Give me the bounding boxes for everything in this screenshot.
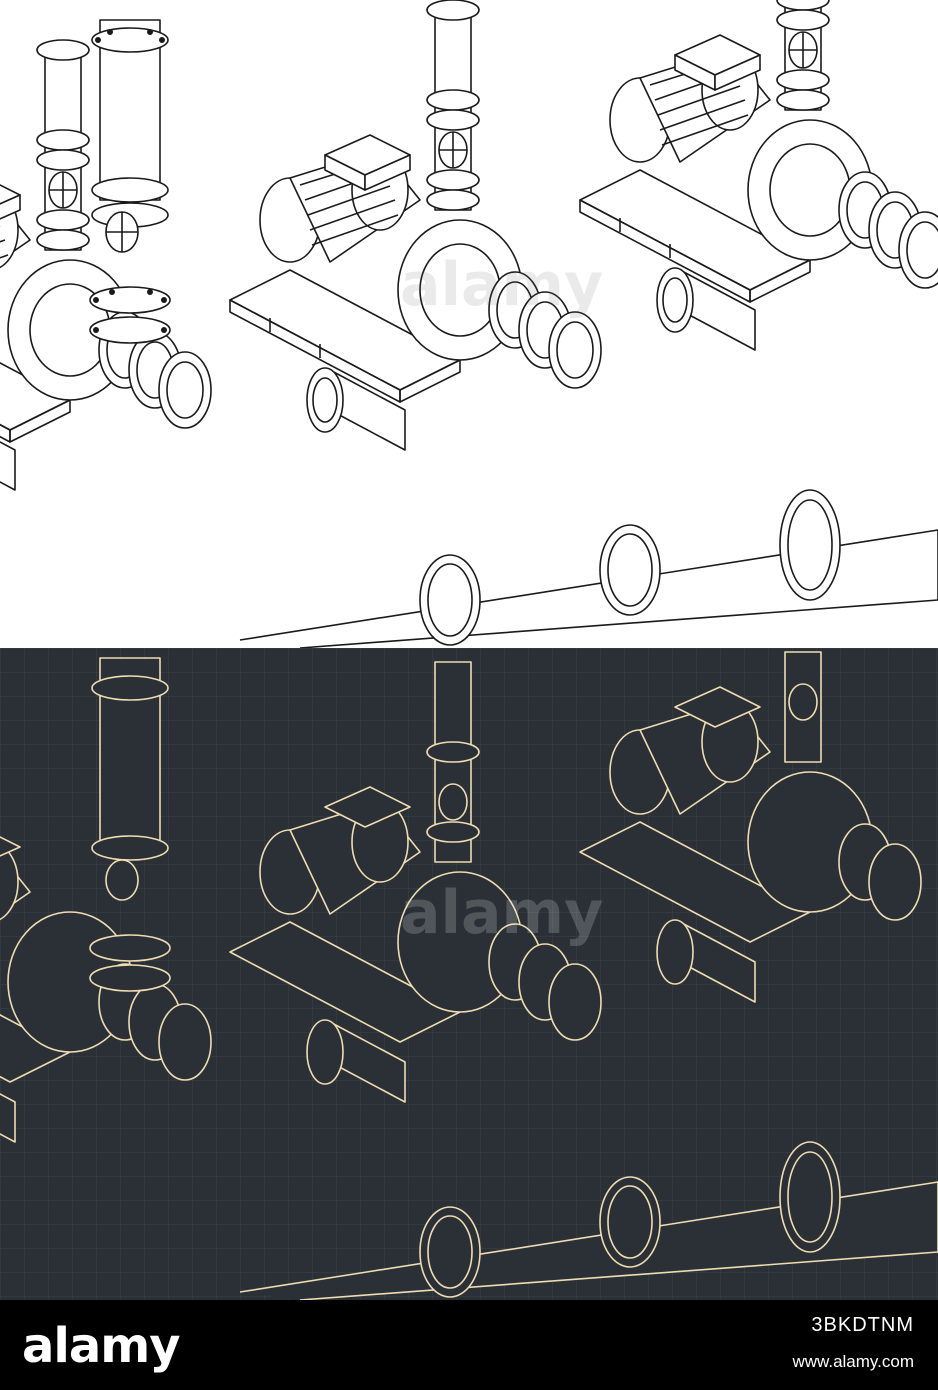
light-drawing-panel: alamy xyxy=(0,0,938,648)
dark-drawing-panel: alamy xyxy=(0,648,938,1300)
pump-drawing-dark xyxy=(0,648,938,1300)
site-url[interactable]: www.alamy.com xyxy=(792,1352,914,1371)
stock-footer: alamy 3BKDTNM www.alamy.com xyxy=(0,1300,938,1390)
brand-logo[interactable]: alamy xyxy=(22,1318,181,1374)
image-id: 3BKDTNM xyxy=(811,1314,914,1336)
pump-drawing-light xyxy=(0,0,938,648)
